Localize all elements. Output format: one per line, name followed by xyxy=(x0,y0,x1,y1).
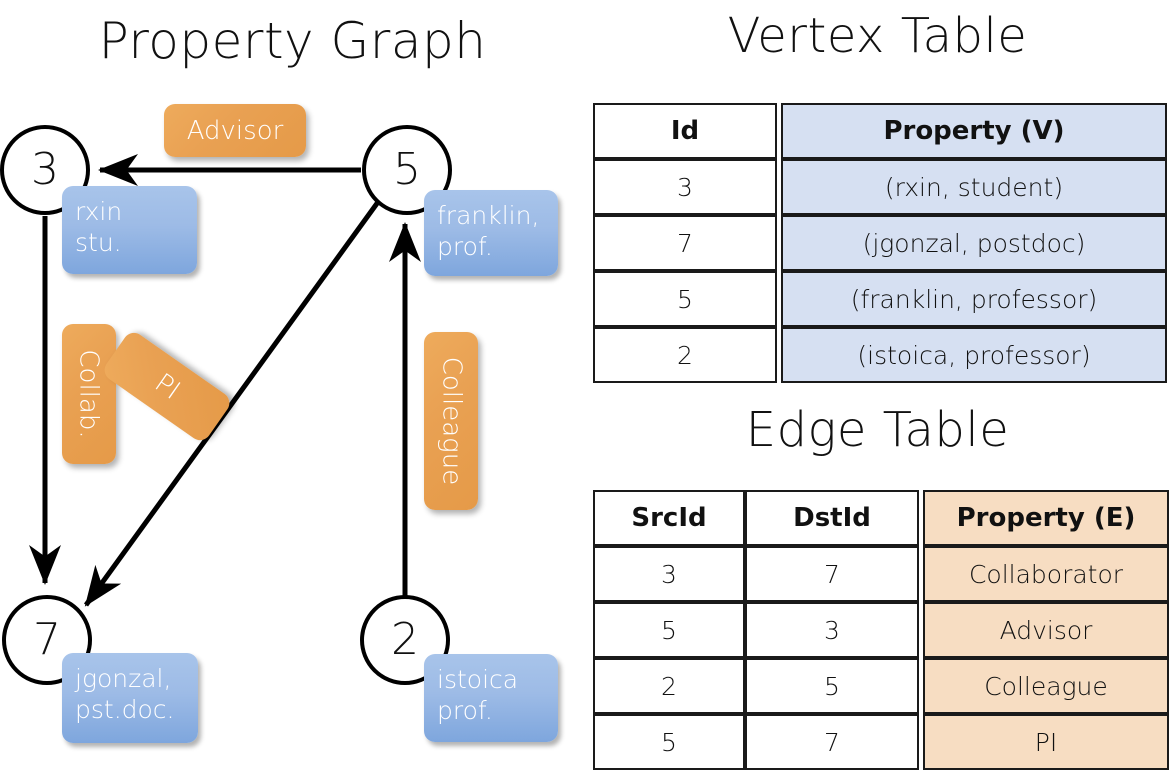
vertex-row-3-id: 2 xyxy=(593,327,777,383)
graph-node-2[interactable]: 2 xyxy=(360,595,450,685)
edge-table-header-dstid: DstId xyxy=(745,490,919,546)
property-graph-diagram: 3 5 7 2 rxin stu. franklin, prof. jgonza… xyxy=(0,0,585,760)
vertex-row-1-property: (jgonzal, postdoc) xyxy=(781,215,1167,271)
vertex-row-0-property: (rxin, student) xyxy=(781,159,1167,215)
vertex-table-column-gap xyxy=(777,103,781,159)
edge-row-1-src: 5 xyxy=(593,602,745,658)
edge-callout-colleague: Colleague xyxy=(424,332,478,510)
edge-table-header-property: Property (E) xyxy=(923,490,1169,546)
page-title-property-graph: Property Graph xyxy=(98,12,487,70)
edge-row-0-property: Collaborator xyxy=(923,546,1169,602)
vertex-row-1-gap xyxy=(777,215,781,271)
vertex-row-0-id: 3 xyxy=(593,159,777,215)
vertex-table: Id Property (V) 3 (rxin, student) 7 (jgo… xyxy=(593,103,1167,383)
edge-row-3-src: 5 xyxy=(593,714,745,770)
graph-edge-layer xyxy=(29,154,421,607)
edge-table-header-srcid: SrcId xyxy=(593,490,745,546)
table-row: 5 3 Advisor xyxy=(593,602,1169,658)
edge-table: SrcId DstId Property (E) 3 7 Collaborato… xyxy=(593,490,1169,770)
edge-table-column-gap xyxy=(919,490,923,546)
vertex-callout-3: rxin stu. xyxy=(62,186,197,274)
graph-edge-5-to-7 xyxy=(83,200,381,607)
edge-row-1-dst: 3 xyxy=(745,602,919,658)
edge-row-3-gap xyxy=(919,714,923,770)
vertex-callout-5-line1: franklin, xyxy=(437,201,540,230)
vertex-row-2-gap xyxy=(777,271,781,327)
table-row: 5 7 PI xyxy=(593,714,1169,770)
edge-row-0-src: 3 xyxy=(593,546,745,602)
vertex-callout-2-line2: prof. xyxy=(437,696,493,726)
table-row: 2 (istoica, professor) xyxy=(593,327,1167,383)
edge-callout-collab: Collab. xyxy=(62,324,116,464)
vertex-row-3-property: (istoica, professor) xyxy=(781,327,1167,383)
vertex-row-3-gap xyxy=(777,327,781,383)
table-row: 7 (jgonzal, postdoc) xyxy=(593,215,1167,271)
page-title-vertex-table: Vertex Table xyxy=(727,8,1028,64)
vertex-callout-3-line2: stu. xyxy=(75,228,122,258)
edge-row-3-dst: 7 xyxy=(745,714,919,770)
vertex-callout-7: jgonzal, pst.doc. xyxy=(62,653,198,743)
edge-callout-advisor-label: Advisor xyxy=(186,115,284,146)
vertex-callout-5-line2: prof. xyxy=(437,232,493,262)
edge-row-2-gap xyxy=(919,658,923,714)
edge-row-2-property: Colleague xyxy=(923,658,1169,714)
graph-node-3-label: 3 xyxy=(31,144,59,195)
edge-table-header-row: SrcId DstId Property (E) xyxy=(593,490,1169,546)
edge-callout-collab-label: Collab. xyxy=(74,349,104,439)
vertex-callout-7-line1: jgonzal, xyxy=(75,664,172,693)
table-row: 3 7 Collaborator xyxy=(593,546,1169,602)
page-title-edge-table: Edge Table xyxy=(745,402,1010,458)
vertex-table-header-id: Id xyxy=(593,103,777,159)
vertex-callout-5: franklin, prof. xyxy=(424,190,558,276)
table-row: 3 (rxin, student) xyxy=(593,159,1167,215)
edge-row-0-gap xyxy=(919,546,923,602)
graph-node-5[interactable]: 5 xyxy=(362,125,452,215)
graph-node-7-label: 7 xyxy=(33,614,61,665)
vertex-row-0-gap xyxy=(777,159,781,215)
graph-node-5-label: 5 xyxy=(393,144,421,195)
vertex-table-header-row: Id Property (V) xyxy=(593,103,1167,159)
table-row: 2 5 Colleague xyxy=(593,658,1169,714)
edge-row-2-src: 2 xyxy=(593,658,745,714)
vertex-callout-3-line1: rxin xyxy=(75,197,123,226)
vertex-callout-2: istoica prof. xyxy=(424,654,558,742)
edge-row-0-dst: 7 xyxy=(745,546,919,602)
vertex-table-header-property: Property (V) xyxy=(781,103,1167,159)
vertex-callout-2-line1: istoica xyxy=(437,665,519,694)
edge-callout-advisor: Advisor xyxy=(164,104,306,157)
edge-row-2-dst: 5 xyxy=(745,658,919,714)
edge-row-1-property: Advisor xyxy=(923,602,1169,658)
vertex-callout-7-line2: pst.doc. xyxy=(75,695,175,725)
edge-callout-colleague-label: Colleague xyxy=(436,356,467,486)
edge-row-1-gap xyxy=(919,602,923,658)
vertex-row-2-id: 5 xyxy=(593,271,777,327)
edge-callout-pi-label: PI xyxy=(148,367,186,406)
edge-row-3-property: PI xyxy=(923,714,1169,770)
vertex-row-2-property: (franklin, professor) xyxy=(781,271,1167,327)
table-row: 5 (franklin, professor) xyxy=(593,271,1167,327)
vertex-row-1-id: 7 xyxy=(593,215,777,271)
graph-node-2-label: 2 xyxy=(391,614,419,665)
